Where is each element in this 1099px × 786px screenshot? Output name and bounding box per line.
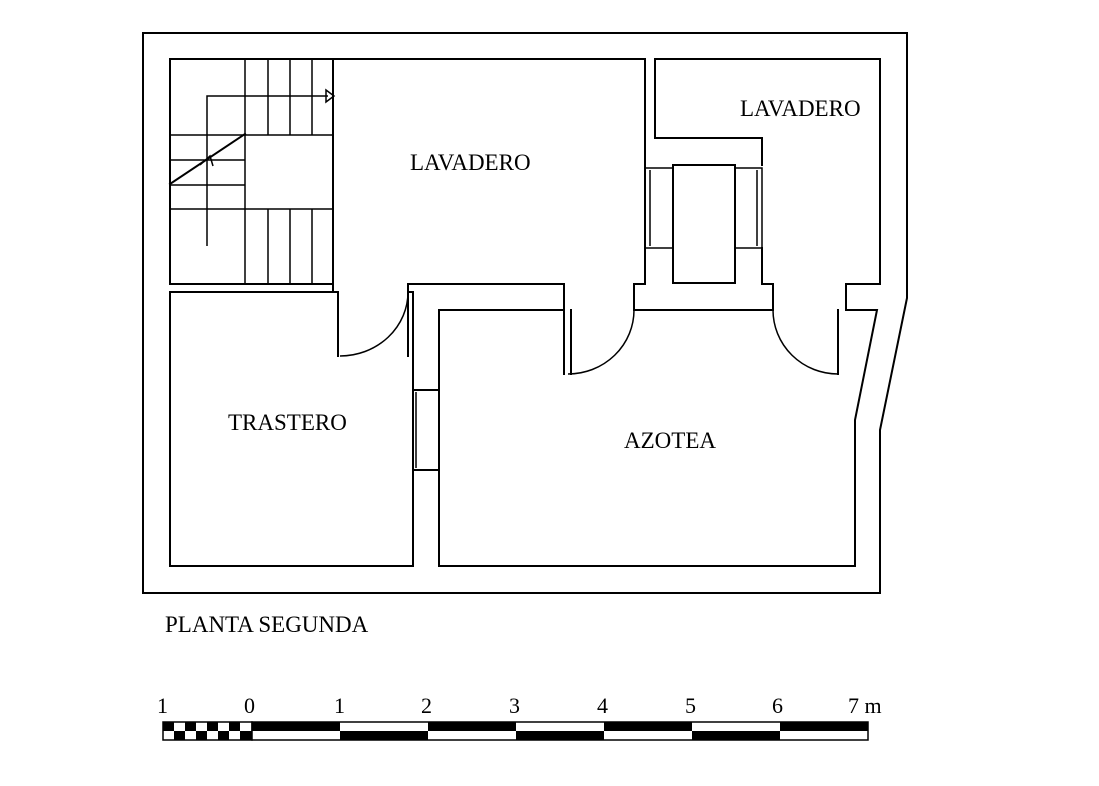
room-label-azotea: AZOTEA [624,428,716,453]
outer-wall [142,32,908,594]
scale-label-1: 0 [244,693,255,718]
door-lavadero-azotea [563,283,635,375]
scale-checker [162,721,253,741]
room-label-lavadero-main: LAVADERO [410,150,531,175]
door-azotea-right [772,309,839,375]
room-label-trastero: TRASTERO [228,410,347,435]
scale-label-5: 4 [597,693,608,718]
scale-label-6: 5 [685,693,696,718]
window-block [644,164,763,284]
scale-label-8: 7 m [848,693,882,718]
trastero-walls [169,291,414,567]
scale-segments [251,721,869,741]
lavadero-main-walls [332,58,646,357]
lavadero-right-walls [438,58,881,567]
scale-label-2: 1 [334,693,345,718]
scale-label-3: 2 [421,693,432,718]
door-trastero [339,291,409,357]
plan-title: PLANTA SEGUNDA [165,612,369,637]
scale-label-0: 1 [157,693,168,718]
scale-label-7: 6 [772,693,783,718]
staircase [168,58,336,285]
scale-label-4: 3 [509,693,520,718]
room-label-lavadero-right: LAVADERO [740,96,861,121]
scale-bar: 1 0 1 2 3 4 5 6 7 m [157,693,882,741]
